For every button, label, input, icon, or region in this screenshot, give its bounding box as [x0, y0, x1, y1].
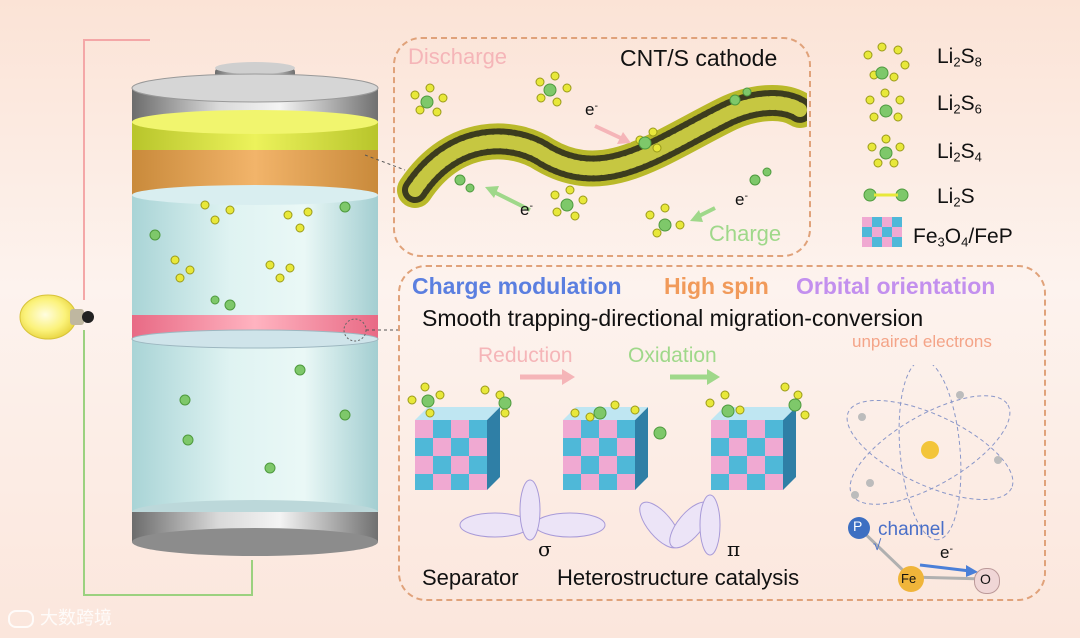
legend-li2s: Li2S — [937, 185, 975, 209]
electron-label-1: e- — [585, 100, 598, 120]
orbital-orientation-label: Orbital orientation — [796, 273, 995, 300]
iron-label: Fe — [901, 571, 916, 586]
pi-symbol: π — [727, 537, 740, 561]
high-spin-label: High spin — [664, 273, 769, 300]
unpaired-electrons-label: unpaired electrons — [852, 332, 992, 352]
check-mark: √ — [873, 537, 881, 554]
electron-label-2: e- — [520, 200, 533, 220]
legend-li2s4: Li2S4 — [937, 140, 982, 164]
charge-label: Charge — [709, 221, 781, 247]
sigma-symbol: σ — [538, 537, 552, 561]
watermark: 大数跨境 — [8, 604, 112, 630]
electron-label-3: e- — [735, 190, 748, 210]
channel-label: channel — [878, 519, 945, 541]
separator-label: Separator — [422, 565, 519, 591]
oxygen-label: O — [980, 571, 991, 587]
electron-label-4: e- — [940, 543, 953, 563]
legend-icons — [850, 35, 920, 260]
separator-subtitle: Smooth trapping-directional migration-co… — [422, 305, 923, 332]
phosphorus-label: P — [853, 518, 862, 534]
cathode-title: CNT/S cathode — [620, 45, 777, 72]
heterostructure-label: Heterostructure catalysis — [557, 565, 799, 591]
watermark-text: 大数跨境 — [40, 608, 112, 628]
legend-li2s6: Li2S6 — [937, 92, 982, 116]
charge-modulation-label: Charge modulation — [412, 273, 622, 300]
legend-fe3o4-fep: Fe3O4/FeP — [913, 225, 1013, 249]
legend-li2s8: Li2S8 — [937, 45, 982, 69]
discharge-label: Discharge — [408, 44, 507, 70]
watermark-logo-icon — [8, 610, 34, 628]
